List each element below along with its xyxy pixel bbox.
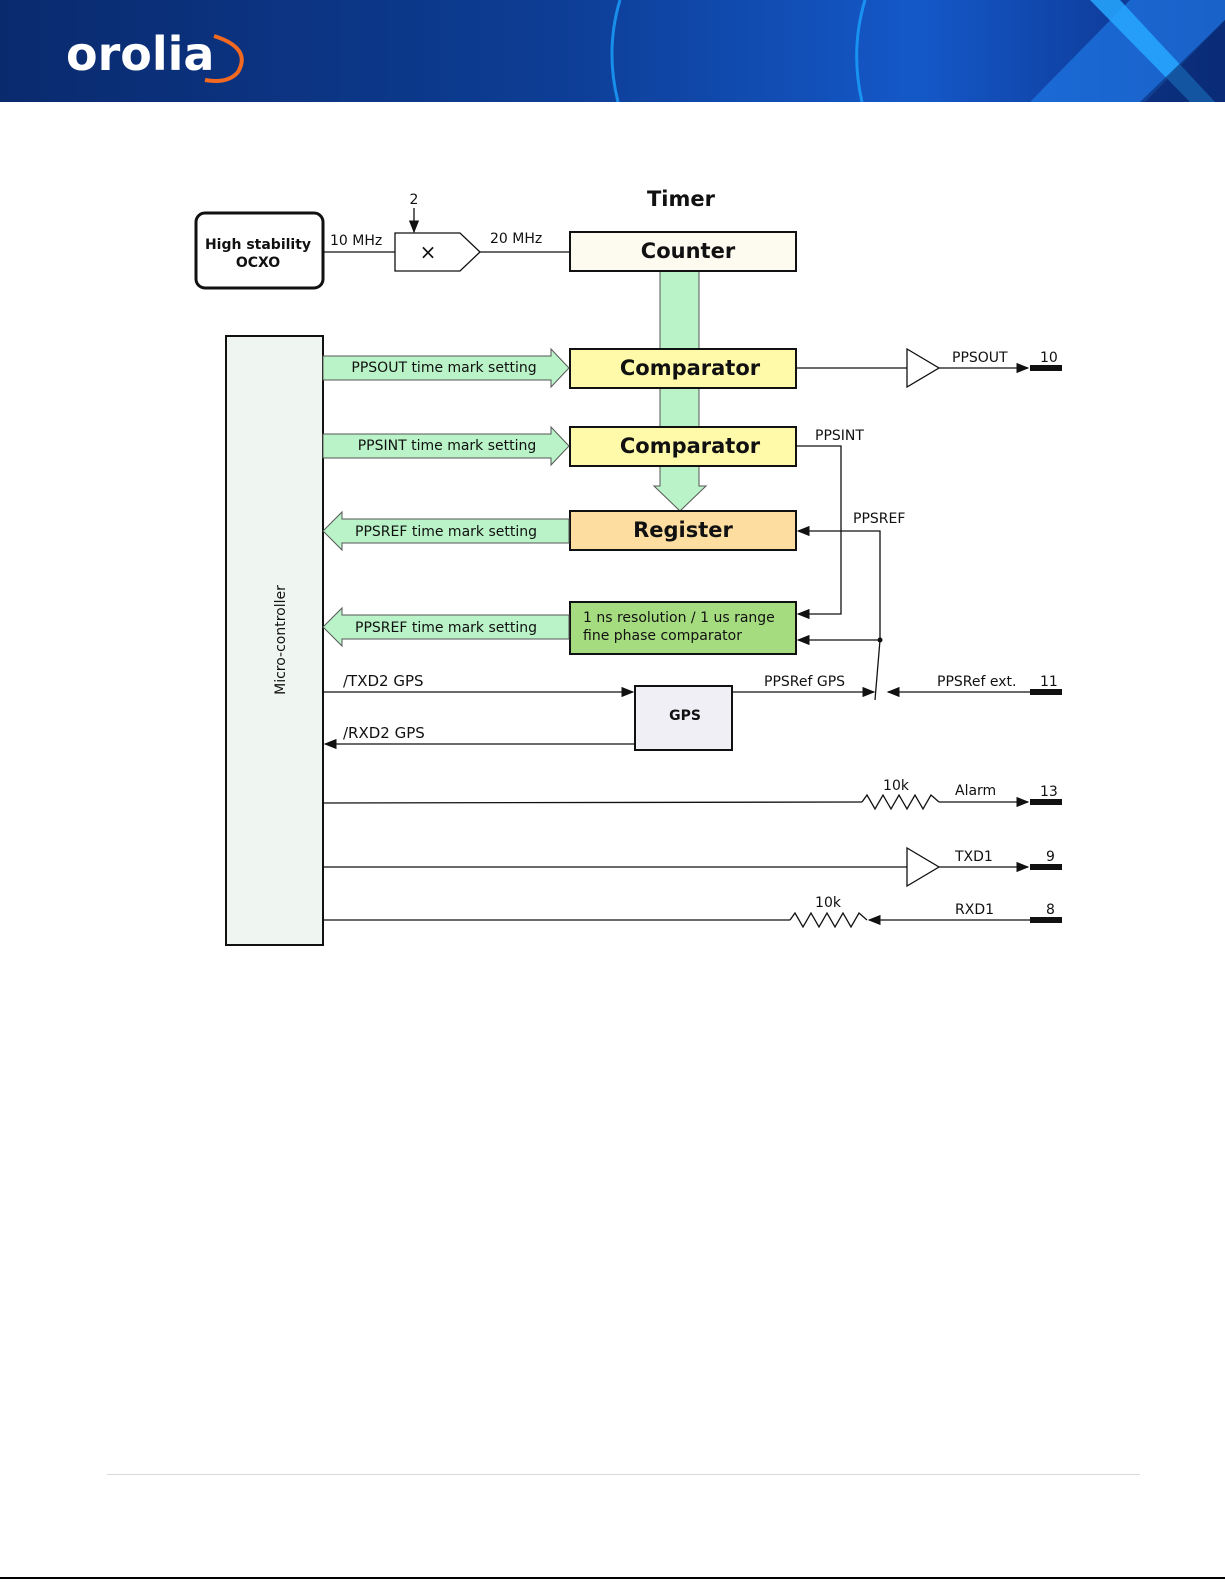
header-banner: orolia bbox=[0, 0, 1225, 103]
multiplier-block bbox=[394, 232, 481, 272]
ppsout-setting-arrow bbox=[322, 347, 570, 389]
pin-13-label: 13 bbox=[1040, 784, 1058, 800]
multiplier-symbol: × bbox=[420, 240, 437, 264]
ppsref-setting-arrow-2 bbox=[322, 606, 570, 648]
gps-label: GPS bbox=[669, 708, 701, 724]
ocxo-box bbox=[194, 211, 325, 290]
freq-10mhz-label: 10 MHz bbox=[330, 233, 382, 249]
counter-box bbox=[569, 231, 797, 272]
pin-11-terminal bbox=[1030, 689, 1062, 695]
pin-9-terminal bbox=[1030, 864, 1062, 870]
timer-title: Timer bbox=[647, 187, 716, 211]
header-graphic: orolia bbox=[0, 0, 1225, 103]
ppsref-setting-label-2: PPSREF time mark setting bbox=[355, 620, 537, 636]
rxd1-resistor bbox=[789, 911, 868, 929]
fine-phase-line-1: 1 ns resolution / 1 us range bbox=[583, 610, 775, 626]
page-bottom-rule bbox=[0, 1577, 1225, 1579]
txd2-gps-label: /TXD2 GPS bbox=[343, 672, 424, 690]
ppsref-ext-label: PPSRef ext. bbox=[937, 674, 1016, 690]
txd1-buffer bbox=[906, 846, 941, 888]
ppsint-signal-label: PPSINT bbox=[815, 428, 864, 444]
ppsout-signal-label: PPSOUT bbox=[952, 350, 1008, 366]
comparator-ppsint-label: Comparator bbox=[620, 434, 761, 458]
ppsref-signal-label: PPSREF bbox=[853, 511, 905, 527]
logo-text: orolia bbox=[66, 27, 214, 81]
ppsint-setting-label: PPSINT time mark setting bbox=[358, 438, 537, 454]
microcontroller-box bbox=[225, 335, 324, 946]
gps-box bbox=[634, 685, 733, 751]
rxd2-gps-label: /RXD2 GPS bbox=[343, 724, 425, 742]
block-diagram: High stability OCXO 10 MHz × 2 20 MHz Ti… bbox=[0, 102, 1225, 1002]
comparator-ppsout-label: Comparator bbox=[620, 356, 761, 380]
fine-phase-comparator-box bbox=[569, 601, 797, 655]
ocxo-label-1: High stability bbox=[205, 237, 311, 253]
ppsref-switch bbox=[874, 639, 881, 701]
ppsref-gps-label: PPSRef GPS bbox=[764, 674, 845, 690]
pin-10-terminal bbox=[1030, 365, 1062, 371]
alarm-resistor bbox=[861, 793, 940, 811]
fine-phase-line-2: fine phase comparator bbox=[583, 628, 742, 644]
txd1-signal-label: TXD1 bbox=[954, 849, 993, 865]
freq-20mhz-label: 20 MHz bbox=[490, 231, 542, 247]
comparator-ppsint-box bbox=[569, 426, 797, 467]
counter-label: Counter bbox=[641, 239, 736, 263]
footer-divider bbox=[107, 1474, 1140, 1475]
register-box bbox=[569, 510, 797, 551]
bus-arrow-down bbox=[652, 465, 708, 512]
orolia-logo: orolia bbox=[66, 27, 244, 83]
ppsout-setting-label: PPSOUT time mark setting bbox=[351, 360, 536, 376]
alarm-resistor-label: 10k bbox=[883, 778, 910, 794]
ppsref-setting-arrow-1 bbox=[322, 510, 570, 552]
pin-8-terminal bbox=[1030, 917, 1062, 923]
rxd1-resistor-label: 10k bbox=[815, 895, 842, 911]
rxd1-signal-label: RXD1 bbox=[955, 902, 994, 918]
block-diagram-svg: High stability OCXO 10 MHz × 2 20 MHz Ti… bbox=[194, 187, 1062, 946]
pin-8-label: 8 bbox=[1046, 902, 1055, 918]
ppsint-setting-arrow bbox=[322, 425, 570, 467]
ppsout-buffer bbox=[906, 347, 941, 389]
ppsref-setting-label-1: PPSREF time mark setting bbox=[355, 524, 537, 540]
alarm-signal-label: Alarm bbox=[955, 783, 996, 799]
register-label: Register bbox=[633, 518, 733, 542]
pin-11-label: 11 bbox=[1040, 674, 1058, 690]
comparator-ppsout-box bbox=[569, 348, 797, 389]
multiplier-factor: 2 bbox=[410, 192, 419, 208]
microcontroller-label: Micro-controller bbox=[273, 585, 289, 695]
pin-13-terminal bbox=[1030, 799, 1062, 805]
pin-10-label: 10 bbox=[1040, 350, 1058, 366]
ocxo-label-2: OCXO bbox=[236, 255, 280, 271]
pin-9-label: 9 bbox=[1046, 849, 1055, 865]
